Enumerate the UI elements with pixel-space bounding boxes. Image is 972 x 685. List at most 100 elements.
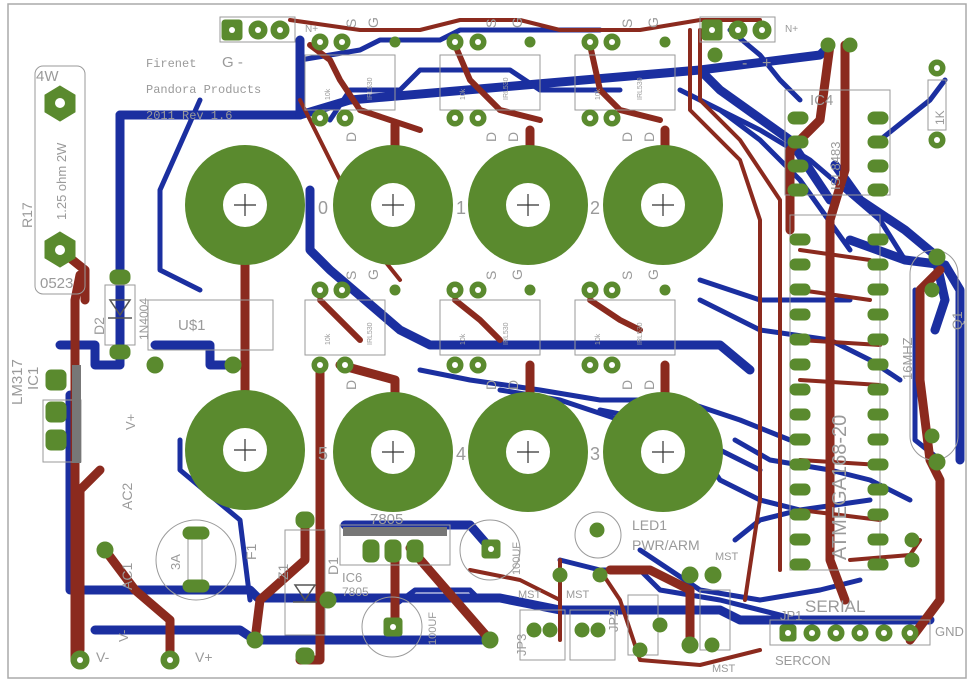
- pin-d-mid-1a: D: [483, 380, 499, 390]
- r10k-label-a: 10k: [325, 88, 332, 100]
- v-plus-a-label: V+: [123, 414, 138, 430]
- cap-100uf-a-label: 100UF: [427, 612, 439, 645]
- n-plus-b-label: N+: [785, 24, 798, 35]
- atmega-label: ATMEGA168-20: [829, 415, 851, 560]
- v-minus-b-label: V-: [96, 649, 110, 665]
- pin-d-top-2a: D: [619, 132, 635, 142]
- pin-g-mid-2: G: [645, 269, 661, 280]
- mst-label-a: MST: [715, 551, 739, 563]
- q1-label: Q1: [949, 311, 965, 330]
- channel-label-5: 5: [318, 444, 328, 464]
- r10k-label-c: 10k: [595, 88, 602, 100]
- ac2-label: AC2: [119, 483, 135, 510]
- cap-100uf-b-label: 100UF: [511, 542, 523, 575]
- ic6-label: IC6: [342, 570, 362, 585]
- v-plus-b-label: V+: [195, 649, 213, 665]
- mst-label-d: MST: [712, 663, 736, 675]
- pin-g-top-2: G: [645, 17, 661, 28]
- channel-label-2: 2: [590, 198, 600, 218]
- pin-g-mid-1: G: [509, 269, 525, 280]
- ic1-name-label: LM317: [9, 359, 26, 405]
- ic1-ref-label: IC1: [25, 367, 42, 390]
- jp2-label: JP2: [606, 610, 621, 632]
- z1-diode-mark: [293, 584, 317, 603]
- pin-d-mid-1b: D: [505, 380, 521, 390]
- mosfet-mounting-pads: [185, 145, 723, 512]
- pin-g-mid-0: G: [365, 269, 381, 280]
- minus-label: -: [742, 55, 747, 72]
- board-title: Firenet Pandora Products 2011 Rev 1.6 G …: [146, 54, 261, 123]
- r10k-label-e: 10k: [460, 333, 467, 345]
- pin-d-mid-0a: D: [343, 380, 359, 390]
- d2-part-label: 1N4004: [137, 298, 151, 340]
- pin-d-top-2b: D: [641, 132, 657, 142]
- irl-label-c: IRL530: [637, 77, 644, 100]
- r17-code-label: 0523: [40, 275, 73, 292]
- fuse-value-label: 3A: [168, 554, 183, 570]
- r17-desc-label: 1.25 ohm 2W: [54, 142, 69, 220]
- irl-label-d: IRL530: [367, 322, 374, 345]
- jp3-label: JP3: [514, 634, 529, 656]
- r17-name-label: R17: [19, 202, 35, 228]
- channel-label-0: 0: [318, 198, 328, 218]
- led1-label: LED1: [632, 517, 667, 533]
- d2-diode-mark: [108, 299, 132, 319]
- v7805-tab: [343, 527, 447, 536]
- title-line-2: Pandora Products: [146, 83, 261, 97]
- r10k-label-d: 10k: [325, 333, 332, 345]
- f1-label: F1: [243, 543, 259, 560]
- mosfet-pin-labels: S G S G S G D D D D D S G S G S G D D D …: [343, 17, 661, 390]
- xtal-label: 16MHZ: [900, 337, 915, 380]
- drill-holes: [55, 27, 940, 663]
- z1-label: Z1: [275, 563, 291, 580]
- mount-pad-3: [603, 145, 723, 265]
- mst-label-b: MST: [518, 589, 542, 601]
- channel-label-3: 3: [590, 444, 600, 464]
- r10k-label-f: 10k: [595, 333, 602, 345]
- irl-label-e: IRL530: [503, 322, 510, 345]
- channel-labels: 0 1 2 3 4 5: [318, 198, 600, 464]
- n-plus-a-label: N+: [305, 24, 318, 35]
- pin-d-mid-2a: D: [619, 380, 635, 390]
- irl-label-b: IRL530: [503, 77, 510, 100]
- serial-label: SERIAL: [805, 597, 865, 616]
- r-1k-label: 1K: [933, 110, 947, 125]
- sercon-label: SERCON: [775, 653, 831, 668]
- channel-label-1: 1: [456, 198, 466, 218]
- mount-pad-6: [468, 392, 588, 512]
- board-outline: [7, 3, 967, 679]
- irl-label-a: IRL530: [367, 77, 374, 100]
- pin-g-top-0: G: [365, 17, 381, 28]
- pin-s-mid-0: S: [343, 271, 359, 280]
- component-labels: 4W R17 1.25 ohm 2W 0523 LM317 IC1 D2 1N4…: [9, 24, 965, 675]
- mount-pad-2: [468, 145, 588, 265]
- mount-pad-1: [333, 145, 453, 265]
- pin-s-top-2: S: [619, 19, 635, 28]
- pwr-arm-label: PWR/ARM: [632, 537, 700, 553]
- r17-value-label: 4W: [36, 68, 59, 85]
- mount-pad-7: [603, 392, 723, 512]
- plus-label: +: [762, 55, 771, 72]
- gnd-label: GND: [935, 624, 964, 639]
- ic4-label: IC4: [810, 92, 833, 109]
- pin-s-mid-2: S: [619, 271, 635, 280]
- pin-g-top-1: G: [509, 17, 525, 28]
- isl-label: ISL8483: [828, 142, 843, 190]
- mount-pad-5: [333, 392, 453, 512]
- channel-label-4: 4: [456, 444, 466, 464]
- pin-d-top-1b: D: [505, 132, 521, 142]
- pin-s-mid-1: S: [483, 271, 499, 280]
- pin-d-top-0a: D: [343, 132, 359, 142]
- title-line-3: 2011 Rev 1.6: [146, 109, 232, 123]
- us1-label: U$1: [178, 317, 206, 334]
- d2-ref-label: D2: [91, 317, 107, 335]
- v-minus-a-label: V-: [116, 630, 131, 642]
- pin-d-mid-2b: D: [641, 380, 657, 390]
- v7805-bottom-label: 7805: [342, 585, 369, 599]
- pads: [44, 19, 946, 670]
- mount-pad-4: [185, 390, 305, 510]
- title-line-1: Firenet: [146, 57, 196, 71]
- jp1-label: JP1: [780, 608, 802, 623]
- v7805-top-label: 7805: [370, 511, 403, 528]
- lm317-tab: [72, 365, 81, 463]
